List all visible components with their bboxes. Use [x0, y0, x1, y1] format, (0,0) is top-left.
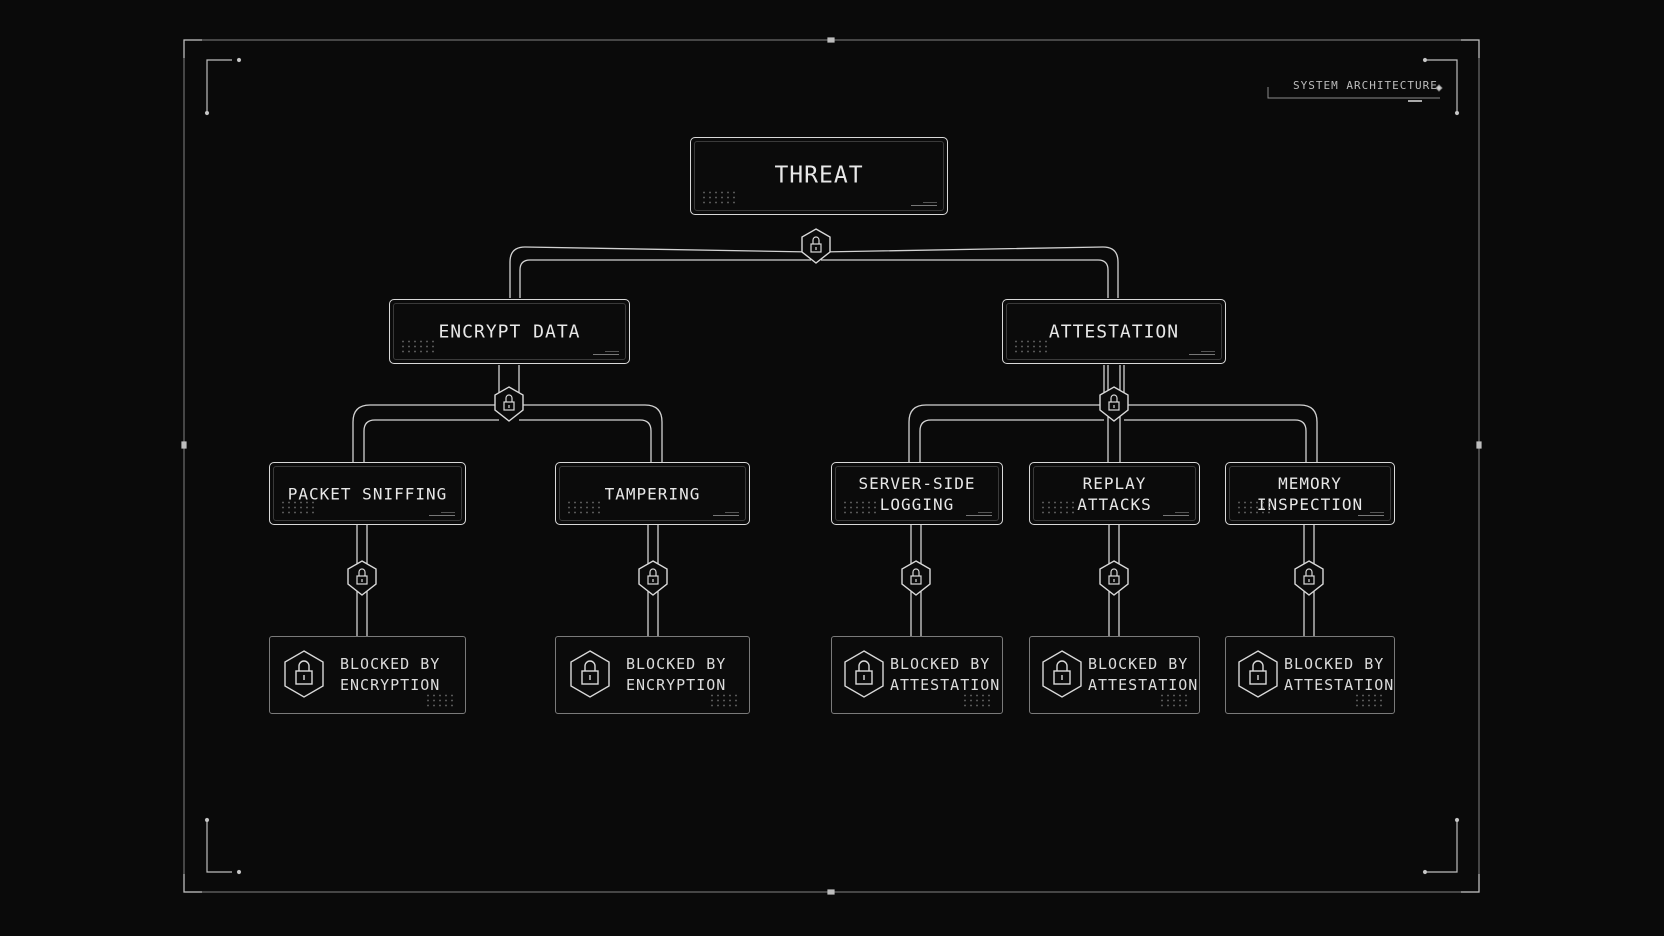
dot-grid	[1013, 339, 1051, 355]
result-label: BLOCKED BY ATTESTATION	[1088, 655, 1199, 694]
threat-node-label: SERVER-SIDE LOGGING	[858, 473, 976, 514]
result-blocked-by-encryption: BLOCKED BY ENCRYPTION	[269, 636, 466, 714]
result-label: BLOCKED BY ATTESTATION	[890, 655, 1001, 694]
shield-lock-icon	[901, 560, 931, 596]
dot-grid	[1040, 500, 1078, 516]
hexagon-lock-icon	[284, 650, 324, 698]
threat-node-label: REPLAY ATTACKS	[1077, 473, 1152, 514]
threat-node-tampering: TAMPERING	[555, 462, 750, 525]
threat-node-packet-sniffing: PACKET SNIFFING	[269, 462, 466, 525]
system-label-decor	[1267, 84, 1443, 102]
dash-decor	[1358, 512, 1384, 516]
branch-node-encrypt-data: ENCRYPT DATA	[389, 299, 630, 364]
hexagon-lock-icon	[570, 650, 610, 698]
hexagon-lock-icon	[1238, 650, 1278, 698]
dash-decor	[1189, 351, 1215, 355]
dash-decor	[1163, 512, 1189, 516]
threat-node-label: PACKET SNIFFING	[287, 484, 448, 503]
branch-node-label: ATTESTATION	[1048, 321, 1180, 342]
dot-grid	[425, 693, 455, 707]
threat-node-replay-attacks: REPLAY ATTACKS	[1029, 462, 1200, 525]
dash-decor	[966, 512, 992, 516]
branch-node-attestation: ATTESTATION	[1002, 299, 1226, 364]
dot-grid	[709, 693, 739, 707]
root-node-threat: THREAT	[690, 137, 948, 215]
dot-grid	[280, 500, 318, 516]
result-blocked-by-attestation: BLOCKED BY ATTESTATION	[1029, 636, 1200, 714]
dot-grid	[566, 500, 604, 516]
system-architecture-label: SYSTEM ARCHITECTURE	[1293, 79, 1438, 92]
shield-lock-icon	[638, 560, 668, 596]
shield-lock-icon	[1294, 560, 1324, 596]
dash-decor	[429, 512, 455, 516]
dot-grid	[1354, 693, 1384, 707]
hexagon-lock-icon	[1042, 650, 1082, 698]
shield-lock-icon	[801, 228, 831, 264]
dot-grid	[1159, 693, 1189, 707]
branch-node-label: ENCRYPT DATA	[438, 321, 581, 342]
dash-decor	[593, 351, 619, 355]
dot-grid	[701, 190, 739, 206]
shield-lock-icon	[494, 386, 524, 422]
result-blocked-by-attestation: BLOCKED BY ATTESTATION	[831, 636, 1003, 714]
shield-lock-icon	[1099, 386, 1129, 422]
result-label: BLOCKED BY ATTESTATION	[1284, 655, 1395, 694]
threat-node-label: MEMORY INSPECTION	[1256, 473, 1364, 514]
result-label: BLOCKED BY ENCRYPTION	[340, 655, 441, 694]
dot-grid	[1236, 500, 1274, 516]
dash-decor	[713, 512, 739, 516]
threat-node-label: TAMPERING	[604, 484, 701, 503]
result-label: BLOCKED BY ENCRYPTION	[626, 655, 727, 694]
dot-grid	[400, 339, 438, 355]
dot-grid	[842, 500, 880, 516]
result-blocked-by-encryption: BLOCKED BY ENCRYPTION	[555, 636, 750, 714]
dash-decor	[911, 202, 937, 206]
result-blocked-by-attestation: BLOCKED BY ATTESTATION	[1225, 636, 1395, 714]
hexagon-lock-icon	[844, 650, 884, 698]
dot-grid	[962, 693, 992, 707]
frame-corner-marks	[181, 37, 1482, 895]
threat-node-server-side-logging: SERVER-SIDE LOGGING	[831, 462, 1003, 525]
root-node-label: THREAT	[774, 162, 864, 189]
shield-lock-icon	[347, 560, 377, 596]
threat-node-memory-inspection: MEMORY INSPECTION	[1225, 462, 1395, 525]
shield-lock-icon	[1099, 560, 1129, 596]
